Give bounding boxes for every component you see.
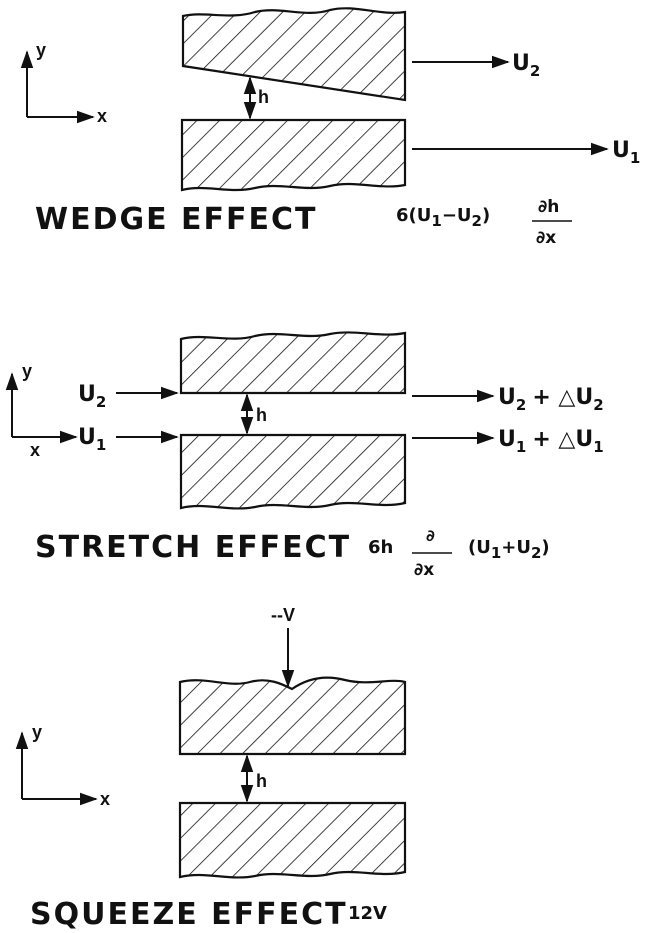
stretch-in-top-label: U2 bbox=[78, 382, 106, 411]
wedge-formula: 6(U1−U2) ∂h ∂x bbox=[396, 197, 572, 248]
svg-text:∂x: ∂x bbox=[536, 228, 556, 248]
svg-text:∂h: ∂h bbox=[538, 197, 559, 217]
svg-text:6h: 6h bbox=[368, 537, 393, 558]
y-axis-label: y bbox=[36, 40, 46, 60]
wedge-upper-body bbox=[181, 7, 407, 102]
stretch-lower-body bbox=[179, 433, 407, 510]
stretch-gap-label: h bbox=[256, 405, 267, 425]
stretch-formula: 6h ∂ ∂x (U1+U2) bbox=[368, 526, 550, 580]
stretch-out-bot-label: U1+ △U1 bbox=[498, 427, 604, 456]
y-axis-label: y bbox=[32, 722, 42, 742]
wedge-effect-title: WEDGE EFFECT bbox=[35, 202, 318, 237]
squeeze-gap-label: h bbox=[256, 771, 267, 791]
squeeze-axes: y x bbox=[15, 722, 110, 809]
stretch-in-bot-label: U1 bbox=[78, 425, 106, 454]
wedge-u2-label: U2 bbox=[512, 51, 540, 80]
squeeze-effect-title: SQUEEZE EFFECT bbox=[30, 897, 348, 932]
svg-text:(U1+U2): (U1+U2) bbox=[468, 537, 550, 562]
svg-text:∂x: ∂x bbox=[414, 560, 434, 580]
svg-text:∂: ∂ bbox=[426, 526, 435, 545]
squeeze-velocity-label: --V bbox=[271, 605, 295, 625]
stretch-effect-title: STRETCH EFFECT bbox=[35, 530, 351, 565]
stretch-axes: y x bbox=[5, 361, 66, 460]
stretch-upper-body bbox=[179, 331, 407, 395]
y-axis-label: y bbox=[22, 361, 32, 381]
x-axis-label: x bbox=[100, 789, 110, 809]
wedge-u1-label: U1 bbox=[612, 138, 640, 167]
squeeze-lower-body bbox=[178, 801, 407, 879]
squeeze-formula: 12V bbox=[348, 903, 387, 924]
squeeze-upper-body bbox=[178, 676, 407, 756]
svg-text:6(U1−U2): 6(U1−U2) bbox=[396, 205, 490, 230]
x-axis-label: x bbox=[97, 106, 107, 126]
wedge-gap-label: h bbox=[258, 87, 269, 107]
x-axis-label: x bbox=[30, 440, 40, 460]
wedge-axes: y x bbox=[20, 40, 107, 126]
wedge-lower-body bbox=[180, 118, 407, 192]
stretch-out-top-label: U2+ △U2 bbox=[498, 385, 604, 414]
